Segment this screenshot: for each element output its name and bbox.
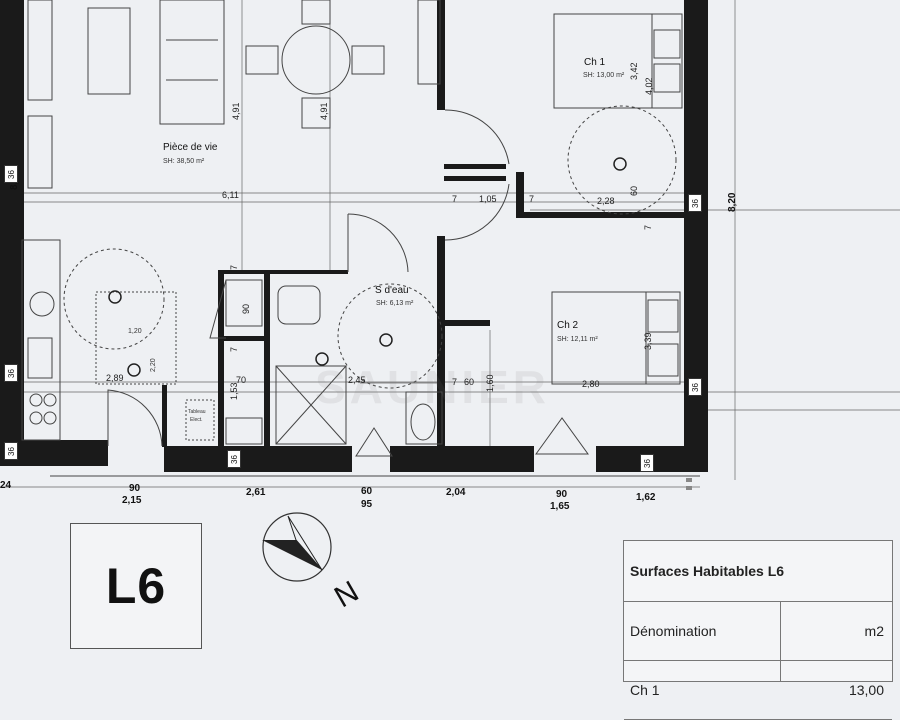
tableau-label-2: Elect. — [190, 417, 203, 423]
column-header-name: Dénomination — [630, 623, 717, 639]
dim-kitchen-220: 2,20 — [150, 358, 157, 372]
dim-sde-160: 1,60 — [485, 374, 495, 392]
dim-wc-90: 90 — [241, 303, 251, 314]
wall-tag: 36 — [4, 364, 18, 382]
unit-label-box: L6 — [70, 523, 202, 649]
dim-living-h2: 4,91 — [319, 102, 329, 120]
dim-hall-7b: 7 — [529, 194, 535, 204]
wall-tag: 36 — [688, 378, 702, 396]
bottom-dim-162: 1,62 — [636, 492, 656, 503]
room-piece-de-vie-area: SH: 38,50 m² — [163, 158, 205, 165]
dim-wc-70: 70 — [236, 375, 247, 385]
dim-wc-153: 1,53 — [229, 382, 239, 400]
dim-kitchen-289: 2,89 — [106, 373, 124, 383]
dim-ch1-width: 2,28 — [597, 196, 615, 206]
dim-hall-7a: 7 — [452, 194, 458, 204]
bottom-dim-261: 2,61 — [246, 487, 266, 498]
dim-living-h1: 4,91 — [231, 102, 241, 120]
dim-living-width: 6,11 — [222, 190, 239, 200]
dim-sde-245: 2,45 — [348, 375, 366, 385]
row-name: Ch 1 — [630, 682, 660, 698]
dim-overall-height: 8,20 — [727, 192, 738, 212]
dim-kitchen-120: 1,20 — [128, 328, 142, 335]
wall-tag: 36 — [227, 450, 241, 468]
dim-ch1-7: 7 — [643, 224, 653, 230]
table-row: Ch 1 13,00 — [624, 661, 892, 720]
table-header-row: Dénomination m2 — [624, 602, 892, 661]
dim-ch2-280: 2,80 — [582, 379, 600, 389]
bottom-dim-90b: 90 — [556, 489, 568, 500]
surfaces-table: Surfaces Habitables L6 Dénomination m2 C… — [623, 540, 893, 720]
room-piece-de-vie: Pièce de vie — [163, 142, 218, 153]
dim-sde-60: 60 — [464, 377, 475, 387]
dim-wc-7b: 7 — [229, 346, 239, 352]
wall-tag: 36 — [4, 165, 18, 183]
compass-icon — [262, 512, 332, 582]
dim-ch2-339: 3,39 — [643, 332, 653, 350]
bottom-dim-95: 95 — [361, 499, 373, 510]
row-value: 13,00 — [848, 682, 884, 698]
room-sdeau: S d'eau — [375, 285, 409, 296]
tableau-label-1: Tableau — [188, 409, 206, 415]
bottom-dim-165: 1,65 — [550, 501, 570, 512]
dim-ch1-60: 60 — [629, 185, 639, 196]
room-ch2-area: SH: 12,11 m² — [557, 336, 598, 343]
dim-sde-7: 7 — [452, 377, 458, 387]
wall-tag: 36 — [4, 442, 18, 460]
room-ch1-area: SH: 13,00 m² — [583, 72, 625, 79]
bottom-dim-90a: 90 — [129, 483, 141, 494]
bottom-dim-215: 2,15 — [122, 495, 142, 506]
room-ch1: Ch 1 — [584, 57, 606, 68]
surfaces-table-title: Surfaces Habitables L6 — [624, 541, 892, 602]
dim-wc-7a: 7 — [229, 264, 239, 270]
dim-ch1-side1: 3,42 — [629, 62, 639, 80]
bottom-dim-204: 2,04 — [446, 487, 466, 498]
bottom-dim-60: 60 — [361, 486, 373, 497]
column-header-area: m2 — [864, 623, 884, 639]
dim-ch1-side2: 4,02 — [644, 77, 654, 95]
room-sdeau-area: SH: 6,13 m² — [376, 300, 414, 307]
room-ch2: Ch 2 — [557, 320, 579, 331]
bottom-dim-24: 24 — [0, 480, 12, 491]
wall-tag: 36 — [688, 194, 702, 212]
wall-tag: 36 — [640, 454, 654, 472]
unit-label: L6 — [105, 558, 167, 614]
dim-hall-width: 1,05 — [479, 194, 497, 204]
watermark: SAUNIER — [315, 361, 551, 413]
